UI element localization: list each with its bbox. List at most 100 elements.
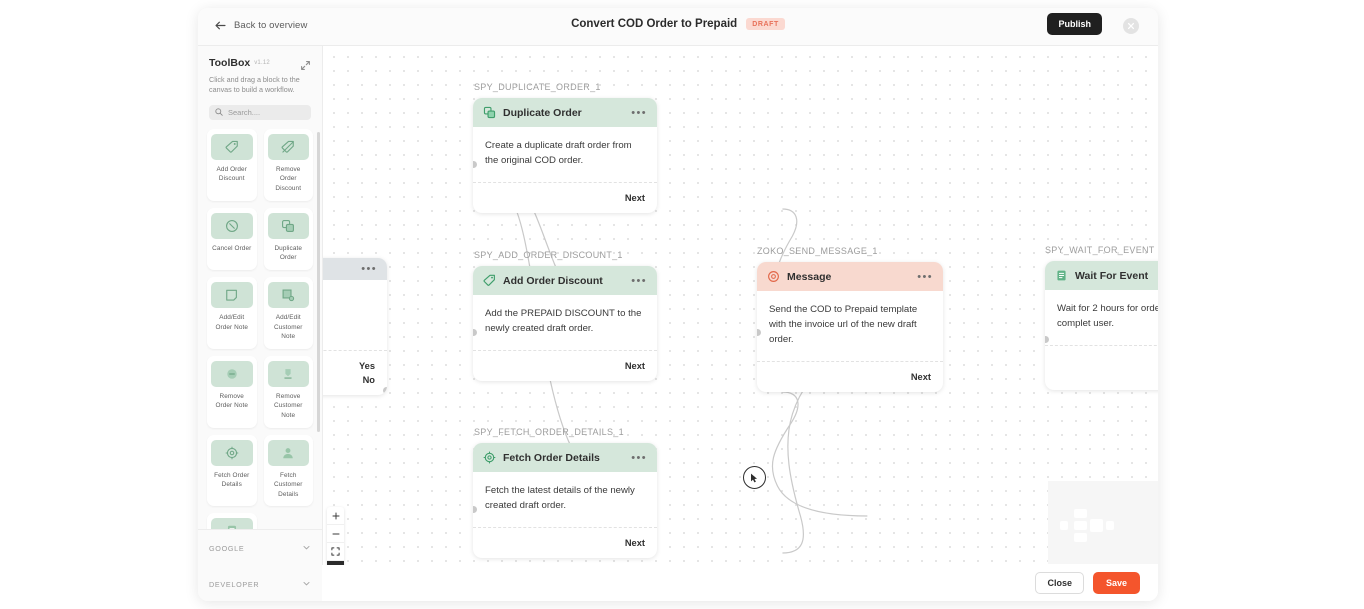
sidebar-section-label: GOOGLE xyxy=(209,543,245,553)
close-circle-icon[interactable] xyxy=(1123,18,1139,34)
toolbox-block-add-order-discount[interactable]: Add Order Discount xyxy=(207,128,257,201)
sidebar-section-developer[interactable]: DEVELOPER xyxy=(198,566,322,601)
node-menu-icon[interactable]: ••• xyxy=(631,451,647,464)
input-port[interactable] xyxy=(757,328,762,337)
toolbox-block-remove-customer-note[interactable]: Remove Customer Note xyxy=(263,355,313,428)
editor-body: ToolBox v1.12 Click and drag a block to … xyxy=(198,46,1158,601)
toolbox-block-label: Remove Customer Note xyxy=(274,392,303,419)
tag-icon xyxy=(211,133,253,160)
zoom-out-button[interactable] xyxy=(327,525,344,543)
search-icon xyxy=(215,103,223,121)
node-wait-for-event[interactable]: Wait For Event Wait for 2 hours for orde… xyxy=(1045,261,1158,390)
node-output-next[interactable]: Next xyxy=(910,371,931,382)
expand-icon[interactable] xyxy=(300,58,311,70)
toolbox-block-remove-order-discount[interactable]: Remove Order Discount xyxy=(263,128,313,201)
output-port[interactable] xyxy=(652,556,657,558)
status-badge: DRAFT xyxy=(746,18,785,30)
arrow-left-icon xyxy=(214,19,227,32)
gear-icon xyxy=(483,451,496,464)
output-port[interactable] xyxy=(382,386,387,395)
customer-note-icon xyxy=(267,281,309,308)
node-menu-icon[interactable]: ••• xyxy=(917,270,933,283)
toolbox-block-wait-for-event[interactable]: Wait For Event xyxy=(207,513,257,529)
node-fetch-order-details[interactable]: Fetch Order Details ••• Fetch the latest… xyxy=(473,443,657,558)
input-port[interactable] xyxy=(473,505,478,514)
node-description: Create a duplicate draft order from the … xyxy=(485,140,632,166)
node-title: Duplicate Order xyxy=(503,106,582,119)
node-send-message[interactable]: Message ••• Send the COD to Prepaid temp… xyxy=(757,262,943,392)
toolbox-version: v1.12 xyxy=(254,60,270,66)
connector-wires xyxy=(509,123,1158,554)
node-outputs: Next xyxy=(473,526,657,558)
node-description: Fetch the latest details of the newly cr… xyxy=(485,485,635,511)
node-tag: SPY_WAIT_FOR_EVENT xyxy=(1045,245,1155,255)
toolbox-sidebar: ToolBox v1.12 Click and drag a block to … xyxy=(198,46,323,601)
toolbox-block-label: Add/Edit Customer Note xyxy=(274,313,303,341)
remove-note-icon xyxy=(211,360,253,387)
node-duplicate-order[interactable]: Duplicate Order ••• Create a duplicate d… xyxy=(473,98,657,213)
output-port[interactable] xyxy=(652,211,657,213)
input-port[interactable] xyxy=(1045,335,1050,344)
canvas-minimap[interactable] xyxy=(1048,481,1158,564)
input-port[interactable] xyxy=(473,160,478,169)
toolbox-block-duplicate-order[interactable]: Duplicate Order xyxy=(263,207,313,270)
input-port[interactable] xyxy=(473,328,478,337)
node-tag: SPY_DUPLICATE_ORDER_1 xyxy=(474,82,601,92)
back-to-overview-link[interactable]: Back to overview xyxy=(214,19,307,32)
node-header: Message ••• xyxy=(757,262,943,291)
node-title: Wait For Event xyxy=(1075,269,1149,282)
node-output-next[interactable]: Next xyxy=(624,192,645,203)
node-output-yes[interactable]: Yes xyxy=(358,360,375,371)
save-button[interactable]: Save xyxy=(1092,572,1140,594)
toolbox-block-add-edit-customer-note[interactable]: Add/Edit Customer Note xyxy=(263,276,313,349)
workflow-canvas[interactable]: ••• ayment sh on here is ... Yes No xyxy=(323,46,1158,601)
node-outputs: Next xyxy=(473,181,657,213)
node-output-event-did-not[interactable]: Event did n xyxy=(1057,368,1158,382)
node-menu-icon[interactable]: ••• xyxy=(631,106,647,119)
toolbox-block-remove-order-note[interactable]: Remove Order Note xyxy=(207,355,257,428)
node-header: ••• xyxy=(323,258,387,280)
hourglass-icon xyxy=(211,518,253,529)
close-button[interactable]: Close xyxy=(1035,572,1084,594)
top-bar: Back to overview Convert COD Order to Pr… xyxy=(198,8,1158,46)
toolbox-block-label: Cancel Order xyxy=(212,244,252,252)
search-input[interactable]: Search.... xyxy=(209,103,311,121)
node-output-event[interactable]: Event xyxy=(1057,354,1158,368)
node-output-next[interactable]: Next xyxy=(624,360,645,371)
footer-action-bar: Close Save xyxy=(322,565,1158,601)
toolbox-block-fetch-order-details[interactable]: Fetch Order Details xyxy=(207,434,257,507)
toolbox-block-cancel-order[interactable]: Cancel Order xyxy=(207,207,257,270)
node-output-no[interactable]: No xyxy=(362,374,375,385)
node-description: ayment sh on here is ... xyxy=(323,280,387,350)
node-add-order-discount[interactable]: Add Order Discount ••• Add the PREPAID D… xyxy=(473,266,657,381)
gear-icon xyxy=(211,439,253,466)
node-tag: ZOKO_SEND_MESSAGE_1 xyxy=(757,246,878,256)
cursor-indicator xyxy=(743,466,766,489)
cancel-order-icon xyxy=(211,212,253,239)
toolbox-block-label: Add Order Discount xyxy=(216,165,247,183)
node-output-next[interactable]: Next xyxy=(624,537,645,548)
toolbox-block-label: Duplicate Order xyxy=(274,244,303,262)
fit-view-button[interactable] xyxy=(327,543,344,561)
sidebar-section-label: DEVELOPER xyxy=(209,579,260,589)
condition-line: here is ... xyxy=(323,322,375,337)
zoom-in-button[interactable] xyxy=(327,507,344,525)
output-port[interactable] xyxy=(938,390,943,392)
publish-button[interactable]: Publish xyxy=(1047,13,1102,35)
toolbox-block-label: Remove Order Discount xyxy=(275,165,302,193)
node-description: Wait for 2 hours for order to be complet… xyxy=(1057,303,1158,329)
toolbox-block-add-edit-order-note[interactable]: Add/Edit Order Note xyxy=(207,276,257,349)
workflow-editor-window: Back to overview Convert COD Order to Pr… xyxy=(198,8,1158,601)
node-menu-icon[interactable]: ••• xyxy=(361,263,377,275)
node-menu-icon[interactable]: ••• xyxy=(631,274,647,287)
sidebar-scrollbar[interactable] xyxy=(317,131,320,432)
node-header: Add Order Discount ••• xyxy=(473,266,657,295)
person-icon xyxy=(267,439,309,466)
sidebar-section-google[interactable]: GOOGLE xyxy=(198,530,322,566)
note-icon xyxy=(211,281,253,308)
duplicate-icon xyxy=(483,106,496,119)
condition-node[interactable]: ••• ayment sh on here is ... Yes No xyxy=(323,258,387,395)
node-description: Send the COD to Prepaid template with th… xyxy=(769,304,918,345)
toolbox-block-fetch-customer-details[interactable]: Fetch Customer Details xyxy=(263,434,313,507)
node-outputs: Event Event did n xyxy=(1045,344,1158,390)
